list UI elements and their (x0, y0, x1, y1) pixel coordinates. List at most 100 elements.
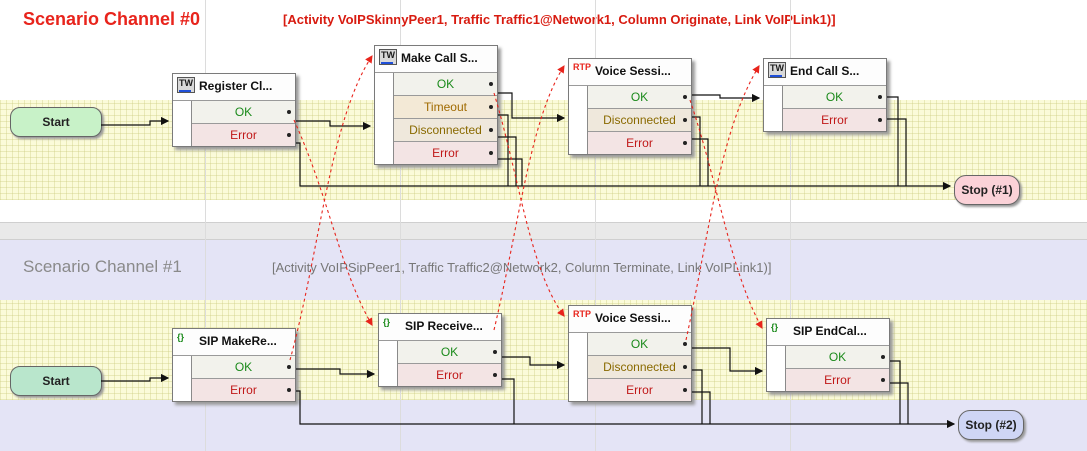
stop-terminal-1[interactable]: Stop (#1) (954, 175, 1020, 205)
outcome-error[interactable]: Error (398, 364, 501, 386)
node-title: SIP Receive... (405, 319, 483, 333)
outcome-disconnected[interactable]: Disconnected (588, 356, 691, 379)
outcome-label: Timeout (424, 100, 467, 114)
outcome-port[interactable] (489, 105, 493, 109)
outcome-ok[interactable]: OK (783, 86, 886, 109)
node-register-client[interactable]: TW Register Cl... OK Error (172, 73, 296, 147)
outcome-label: OK (630, 90, 649, 104)
outcome-port[interactable] (489, 151, 493, 155)
start-terminal-1[interactable]: Start (10, 366, 102, 396)
node-header[interactable]: {} SIP Receive... (379, 314, 501, 341)
outcome-label: Disconnected (603, 113, 676, 127)
outcome-label: OK (436, 77, 455, 91)
outcome-error[interactable]: Error (588, 132, 691, 154)
outcome-error[interactable]: Error (783, 109, 886, 131)
outcome-label: OK (630, 337, 649, 351)
grid-line (400, 0, 401, 451)
outcome-port[interactable] (881, 355, 885, 359)
node-header[interactable]: TW End Call S... (764, 59, 886, 86)
outcome-error[interactable]: Error (192, 379, 295, 401)
outcome-error[interactable]: Error (786, 369, 889, 391)
node-sip-receive[interactable]: {} SIP Receive... OK Error (378, 313, 502, 387)
node-sip-make-request[interactable]: {} SIP MakeRe... OK Error (172, 328, 296, 402)
node-header[interactable]: RTP Voice Sessi... (569, 306, 691, 333)
outcome-label: Error (821, 113, 848, 127)
outcome-ok[interactable]: OK (394, 73, 497, 96)
outcome-ok[interactable]: OK (786, 346, 889, 369)
node-header[interactable]: {} SIP EndCal... (767, 319, 889, 346)
node-make-call[interactable]: TW Make Call S... OK Timeout Disconnecte… (374, 45, 498, 165)
outcome-port[interactable] (287, 365, 291, 369)
outcome-port[interactable] (683, 141, 687, 145)
outcome-ok[interactable]: OK (192, 101, 295, 124)
outcome-label: Error (230, 128, 257, 142)
node-title: Make Call S... (401, 51, 478, 65)
grid-line (205, 0, 206, 451)
outcome-error[interactable]: Error (192, 124, 295, 146)
start-terminal-0[interactable]: Start (10, 107, 102, 137)
outcome-port[interactable] (287, 110, 291, 114)
scenario-channel-0: Scenario Channel #0 [Activity VoIPSkinny… (0, 0, 1087, 220)
outcome-label: Disconnected (603, 360, 676, 374)
node-header[interactable]: TW Register Cl... (173, 74, 295, 101)
channel-0-info: [Activity VoIPSkinnyPeer1, Traffic Traff… (283, 12, 836, 27)
outcome-ok[interactable]: OK (588, 86, 691, 109)
outcome-error[interactable]: Error (588, 379, 691, 401)
grid-line (595, 0, 596, 451)
outcome-port[interactable] (287, 133, 291, 137)
scenario-channel-1: Scenario Channel #1 [Activity VoIPSipPee… (0, 240, 1087, 451)
outcome-port[interactable] (493, 350, 497, 354)
rtp-icon: RTP (573, 62, 591, 72)
node-header[interactable]: {} SIP MakeRe... (173, 329, 295, 356)
node-end-call[interactable]: TW End Call S... OK Error (763, 58, 887, 132)
sip-braces-icon: {} (177, 332, 185, 342)
outcome-port[interactable] (683, 118, 687, 122)
node-header[interactable]: TW Make Call S... (375, 46, 497, 73)
outcome-port[interactable] (881, 378, 885, 382)
outcome-port[interactable] (683, 388, 687, 392)
outcome-label: Error (824, 373, 851, 387)
channel-0-band (0, 100, 1087, 200)
outcome-label: OK (234, 105, 253, 119)
node-sip-end-call[interactable]: {} SIP EndCal... OK Error (766, 318, 890, 392)
outcome-ok[interactable]: OK (192, 356, 295, 379)
outcome-port[interactable] (878, 118, 882, 122)
sip-braces-icon: {} (771, 322, 779, 332)
outcome-ok[interactable]: OK (398, 341, 501, 364)
outcome-port[interactable] (878, 95, 882, 99)
stop-terminal-2[interactable]: Stop (#2) (958, 410, 1024, 440)
channel-0-title: Scenario Channel #0 (23, 9, 201, 29)
sip-braces-icon: {} (383, 317, 391, 327)
outcome-label: Error (626, 136, 653, 150)
outcome-label: Error (432, 146, 459, 160)
outcome-label: OK (234, 360, 253, 374)
outcome-label: Error (626, 383, 653, 397)
channel-1-info: [Activity VoIPSipPeer1, Traffic Traffic2… (272, 260, 772, 275)
outcome-label: OK (440, 345, 459, 359)
outcome-port[interactable] (489, 82, 493, 86)
node-voice-session-0[interactable]: RTP Voice Sessi... OK Disconnected Error (568, 58, 692, 155)
outcome-port[interactable] (683, 365, 687, 369)
outcome-port[interactable] (683, 342, 687, 346)
node-voice-session-1[interactable]: RTP Voice Sessi... OK Disconnected Error (568, 305, 692, 402)
rtp-icon: RTP (573, 309, 591, 319)
outcome-port[interactable] (683, 95, 687, 99)
outcome-label: Error (230, 383, 257, 397)
outcome-ok[interactable]: OK (588, 333, 691, 356)
outcome-label: Error (436, 368, 463, 382)
outcome-port[interactable] (489, 128, 493, 132)
outcome-port[interactable] (493, 373, 497, 377)
outcome-timeout[interactable]: Timeout (394, 96, 497, 119)
channel-separator (0, 222, 1087, 240)
outcome-label: Disconnected (409, 123, 482, 137)
grid-line (790, 0, 791, 451)
outcome-disconnected[interactable]: Disconnected (394, 119, 497, 142)
outcome-label: OK (825, 90, 844, 104)
outcome-port[interactable] (287, 388, 291, 392)
skinny-protocol-icon: TW (177, 77, 195, 93)
outcome-disconnected[interactable]: Disconnected (588, 109, 691, 132)
channel-1-title: Scenario Channel #1 (23, 257, 182, 276)
outcome-error[interactable]: Error (394, 142, 497, 164)
node-title: Register Cl... (199, 79, 273, 93)
node-header[interactable]: RTP Voice Sessi... (569, 59, 691, 86)
